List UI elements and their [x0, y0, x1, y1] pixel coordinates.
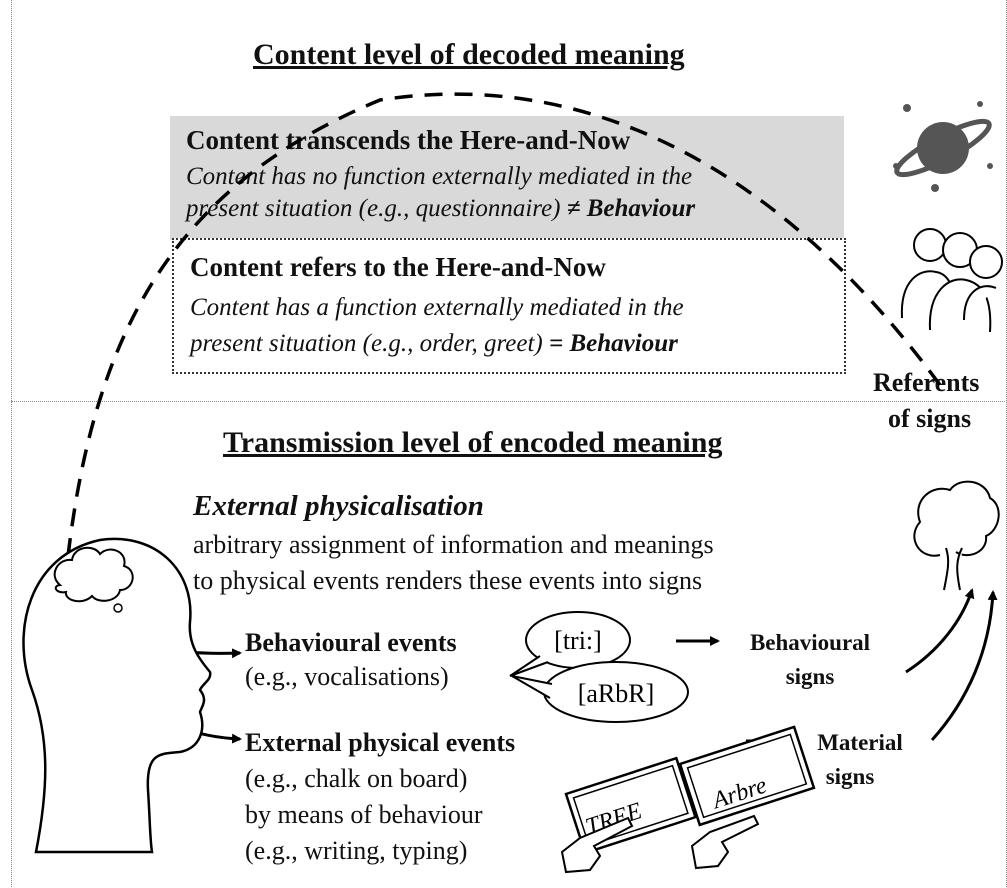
behavioural-events-example: (e.g., vocalisations): [245, 662, 449, 691]
material-signs-label-2: signs: [825, 764, 875, 789]
transcends-line-2: present situation (e.g., questionnaire) …: [186, 195, 695, 223]
transcends-line-1: Content has no function externally media…: [186, 163, 693, 190]
equal-sign: =: [548, 330, 564, 357]
refers-line-2: present situation (e.g., order, greet) =…: [190, 330, 678, 358]
referents-label-1: Referents: [873, 368, 980, 397]
transcends-behaviour: Behaviour: [586, 195, 696, 222]
tree-icon: [913, 480, 1000, 591]
pointing-hand-icon-2: [690, 814, 760, 870]
material-to-referents-arrow: [930, 590, 998, 742]
physical-events-label: External physical events: [245, 728, 516, 757]
refers-behaviour: Behaviour: [569, 330, 678, 357]
behavioural-events-label: Behavioural events: [245, 628, 457, 657]
board-arbre: [678, 725, 816, 827]
planet-icon: [893, 101, 993, 192]
external-line-1: arbitrary assignment of information and …: [193, 530, 714, 559]
refers-box: [172, 238, 846, 374]
not-equal-sign: ≠: [566, 195, 581, 222]
transcends-title: Content transcends the Here-and-Now: [186, 125, 631, 155]
physical-line-3: (e.g., writing, typing): [245, 836, 468, 865]
bubble-1-text: [tri:]: [554, 626, 602, 655]
people-icon: [900, 228, 1003, 333]
content-level-heading: Content level of decoded meaning: [253, 38, 685, 71]
behavioural-signs-label-2: signs: [785, 664, 835, 689]
pointing-hand-icon: [560, 816, 634, 874]
transcends-box: [170, 116, 844, 240]
head-silhouette: [22, 537, 212, 854]
external-line-2: to physical events renders these events …: [193, 566, 703, 595]
level-divider: [11, 401, 1005, 402]
bubble-2-text: [aRbR]: [578, 679, 655, 708]
transcends-line-2-text: present situation (e.g., questionnaire): [186, 195, 561, 222]
physical-line-1: (e.g., chalk on board): [245, 764, 468, 793]
speech-bubble-1: [509, 611, 631, 677]
dashed-arc: [66, 92, 942, 557]
material-signs-label-1: Material: [817, 730, 903, 755]
refers-line-2-text: present situation (e.g., order, greet): [190, 330, 543, 357]
behavioural-to-referents-arrow: [905, 588, 975, 674]
refers-title: Content refers to the Here-and-Now: [190, 252, 606, 282]
referents-label-2: of signs: [888, 404, 972, 433]
speech-bubble-2: [511, 661, 689, 723]
transmission-level-heading: Transmission level of encoded meaning: [223, 426, 723, 459]
external-physicalisation-title: External physicalisation: [193, 490, 484, 522]
thought-bubble-icon: [113, 603, 123, 613]
brain-icon: [53, 546, 134, 603]
physical-line-2: by means of behaviour: [245, 800, 483, 829]
behavioural-signs-label-1: Behavioural: [749, 630, 871, 655]
refers-line-1: Content has a function externally mediat…: [190, 294, 684, 321]
